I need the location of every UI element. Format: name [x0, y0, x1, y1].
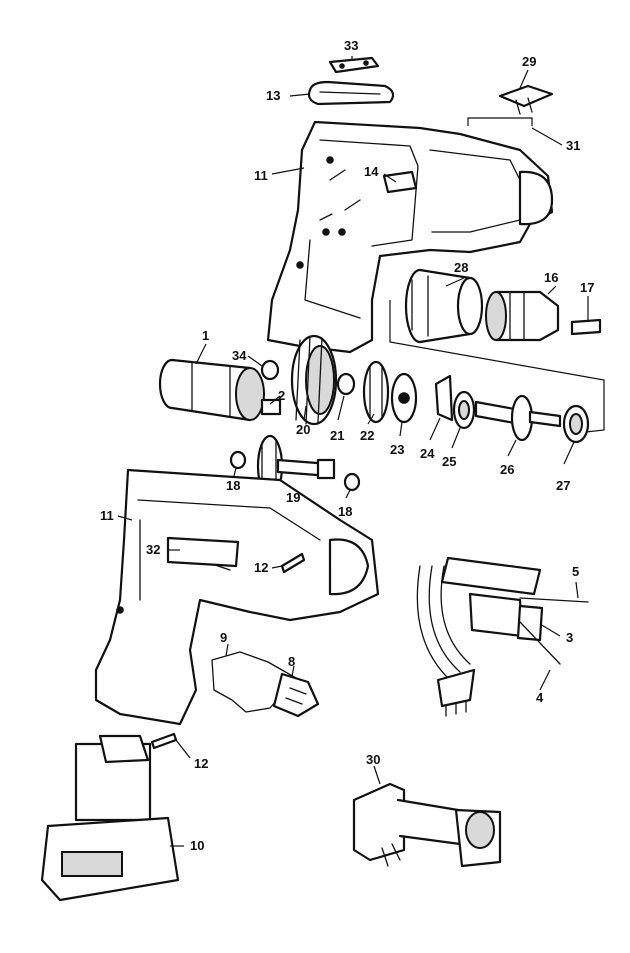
label-26: 26 [500, 462, 514, 477]
label-34: 34 [232, 348, 247, 363]
label-11-lower: 11 [100, 508, 114, 523]
gear-train [229, 334, 590, 498]
label-10: 10 [190, 838, 204, 853]
switch-wiring [416, 556, 589, 717]
label-29: 29 [522, 54, 536, 69]
label-22: 22 [360, 428, 374, 443]
label-31: 31 [566, 138, 580, 153]
lower-housing [94, 468, 380, 726]
trigger-parts [211, 651, 320, 718]
label-12-upper: 12 [254, 560, 268, 575]
label-24: 24 [420, 446, 435, 461]
part-31-bracket [467, 117, 533, 126]
label-25: 25 [442, 454, 456, 469]
part-13-cover [307, 80, 395, 106]
label-28: 28 [454, 260, 468, 275]
label-23: 23 [390, 442, 404, 457]
leader-lines [117, 56, 589, 847]
label-1: 1 [202, 328, 209, 343]
label-30: 30 [366, 752, 380, 767]
label-21: 21 [330, 428, 344, 443]
label-33: 33 [344, 38, 358, 53]
label-8: 8 [288, 654, 295, 669]
label-32: 32 [146, 542, 160, 557]
label-13: 13 [266, 88, 280, 103]
battery-pack [40, 734, 180, 902]
label-11-upper: 11 [254, 168, 268, 183]
label-5: 5 [572, 564, 579, 579]
label-12-lower: 12 [194, 756, 208, 771]
chuck-assembly [389, 268, 605, 433]
label-16: 16 [544, 270, 558, 285]
label-18-left: 18 [226, 478, 240, 493]
label-9: 9 [220, 630, 227, 645]
label-4: 4 [536, 690, 544, 705]
charger [352, 782, 502, 868]
label-27: 27 [556, 478, 570, 493]
label-3: 3 [566, 630, 573, 645]
upper-housing [266, 120, 554, 354]
motor [158, 358, 282, 422]
label-17: 17 [580, 280, 594, 295]
label-19: 19 [286, 490, 300, 505]
label-14: 14 [364, 164, 379, 179]
part-29-clip [498, 84, 554, 115]
part-labels: 33 13 29 31 11 14 28 16 17 1 34 2 20 21 … [100, 38, 594, 853]
part-33-plate [328, 56, 380, 74]
label-20: 20 [296, 422, 310, 437]
screws [150, 552, 306, 750]
label-18-right: 18 [338, 504, 352, 519]
label-2: 2 [278, 388, 285, 403]
